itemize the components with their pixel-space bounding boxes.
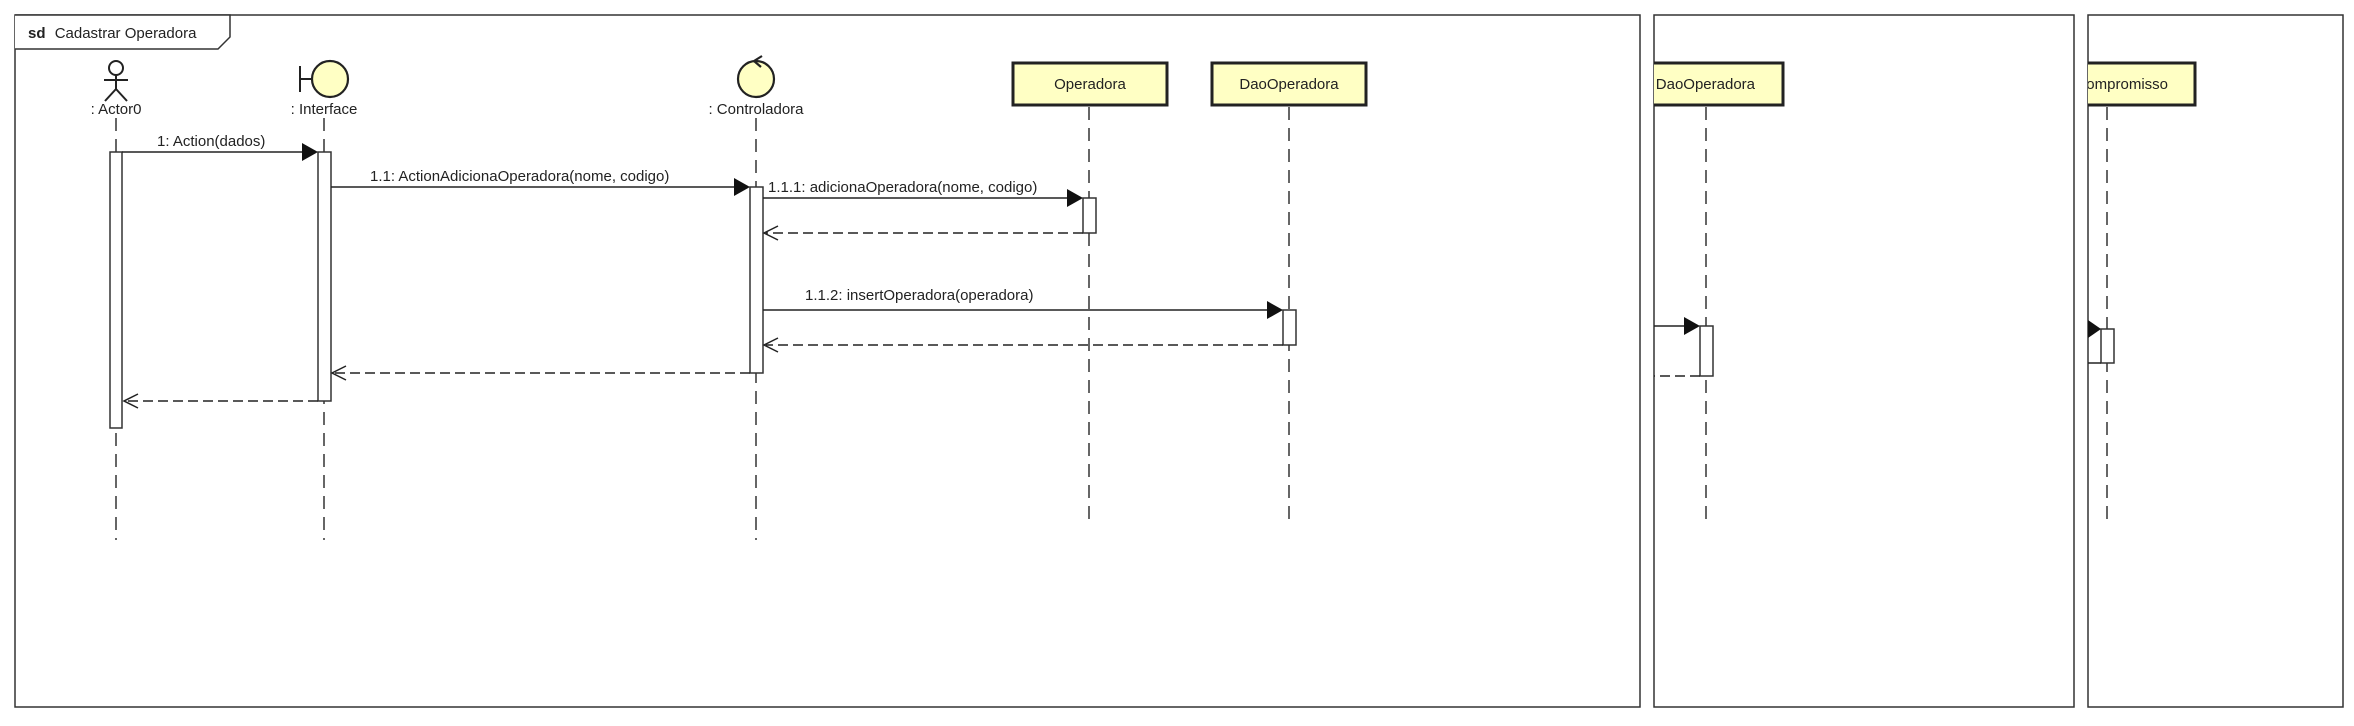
dao-label: DaoOperadora <box>1239 76 1339 93</box>
return-1-1-2-arrowhead <box>762 337 779 353</box>
clipped-panel-3: Compromisso <box>2075 14 2344 708</box>
message-1-1-2-arrowhead <box>1267 301 1283 319</box>
control-icon <box>736 55 776 99</box>
interface-activation <box>317 151 332 402</box>
operadora-activation <box>1082 197 1097 234</box>
return-1-1-1-arrowhead <box>762 225 779 241</box>
clipped-panel-2: DaoOperadora <box>1653 14 2075 708</box>
actor-label: : Actor0 <box>91 101 142 118</box>
message-1-1-1-label: 1.1.1: adicionaOperadora(nome, codigo) <box>768 179 1037 196</box>
main-frame <box>14 14 1641 708</box>
frame-title-tab <box>15 14 231 50</box>
message-1-1-label: 1.1: ActionAdicionaOperadora(nome, codig… <box>370 168 669 185</box>
dao-box <box>1210 61 1368 107</box>
actor-activation <box>109 151 123 429</box>
actor-icon <box>104 60 128 102</box>
message-1-1-arrowhead <box>734 178 750 196</box>
operadora-label: Operadora <box>1054 76 1126 93</box>
boundary-icon <box>299 59 350 99</box>
return-1-arrowhead <box>122 393 139 409</box>
clipped-compromisso-box <box>2088 61 2197 107</box>
message-1-arrowhead <box>302 143 318 161</box>
message-1-1-2-label: 1.1.2: insertOperadora(operadora) <box>805 287 1033 304</box>
controller-label: : Controladora <box>708 101 804 118</box>
return-1-1-arrowhead <box>330 365 347 381</box>
frame-title: sd Cadastrar Operadora <box>28 25 197 42</box>
message-1-label: 1: Action(dados) <box>157 133 265 150</box>
dao-activation <box>1282 309 1297 346</box>
clipped-dao-label: DaoOperadora <box>1656 76 1756 93</box>
clipped-compromisso-label: Compromisso <box>2075 76 2168 93</box>
clipped-dao-box <box>1654 61 1785 107</box>
operadora-box <box>1011 61 1169 107</box>
message-1-1-1-arrowhead <box>1067 189 1083 207</box>
controller-activation <box>749 186 764 374</box>
interface-label: : Interface <box>291 101 358 118</box>
